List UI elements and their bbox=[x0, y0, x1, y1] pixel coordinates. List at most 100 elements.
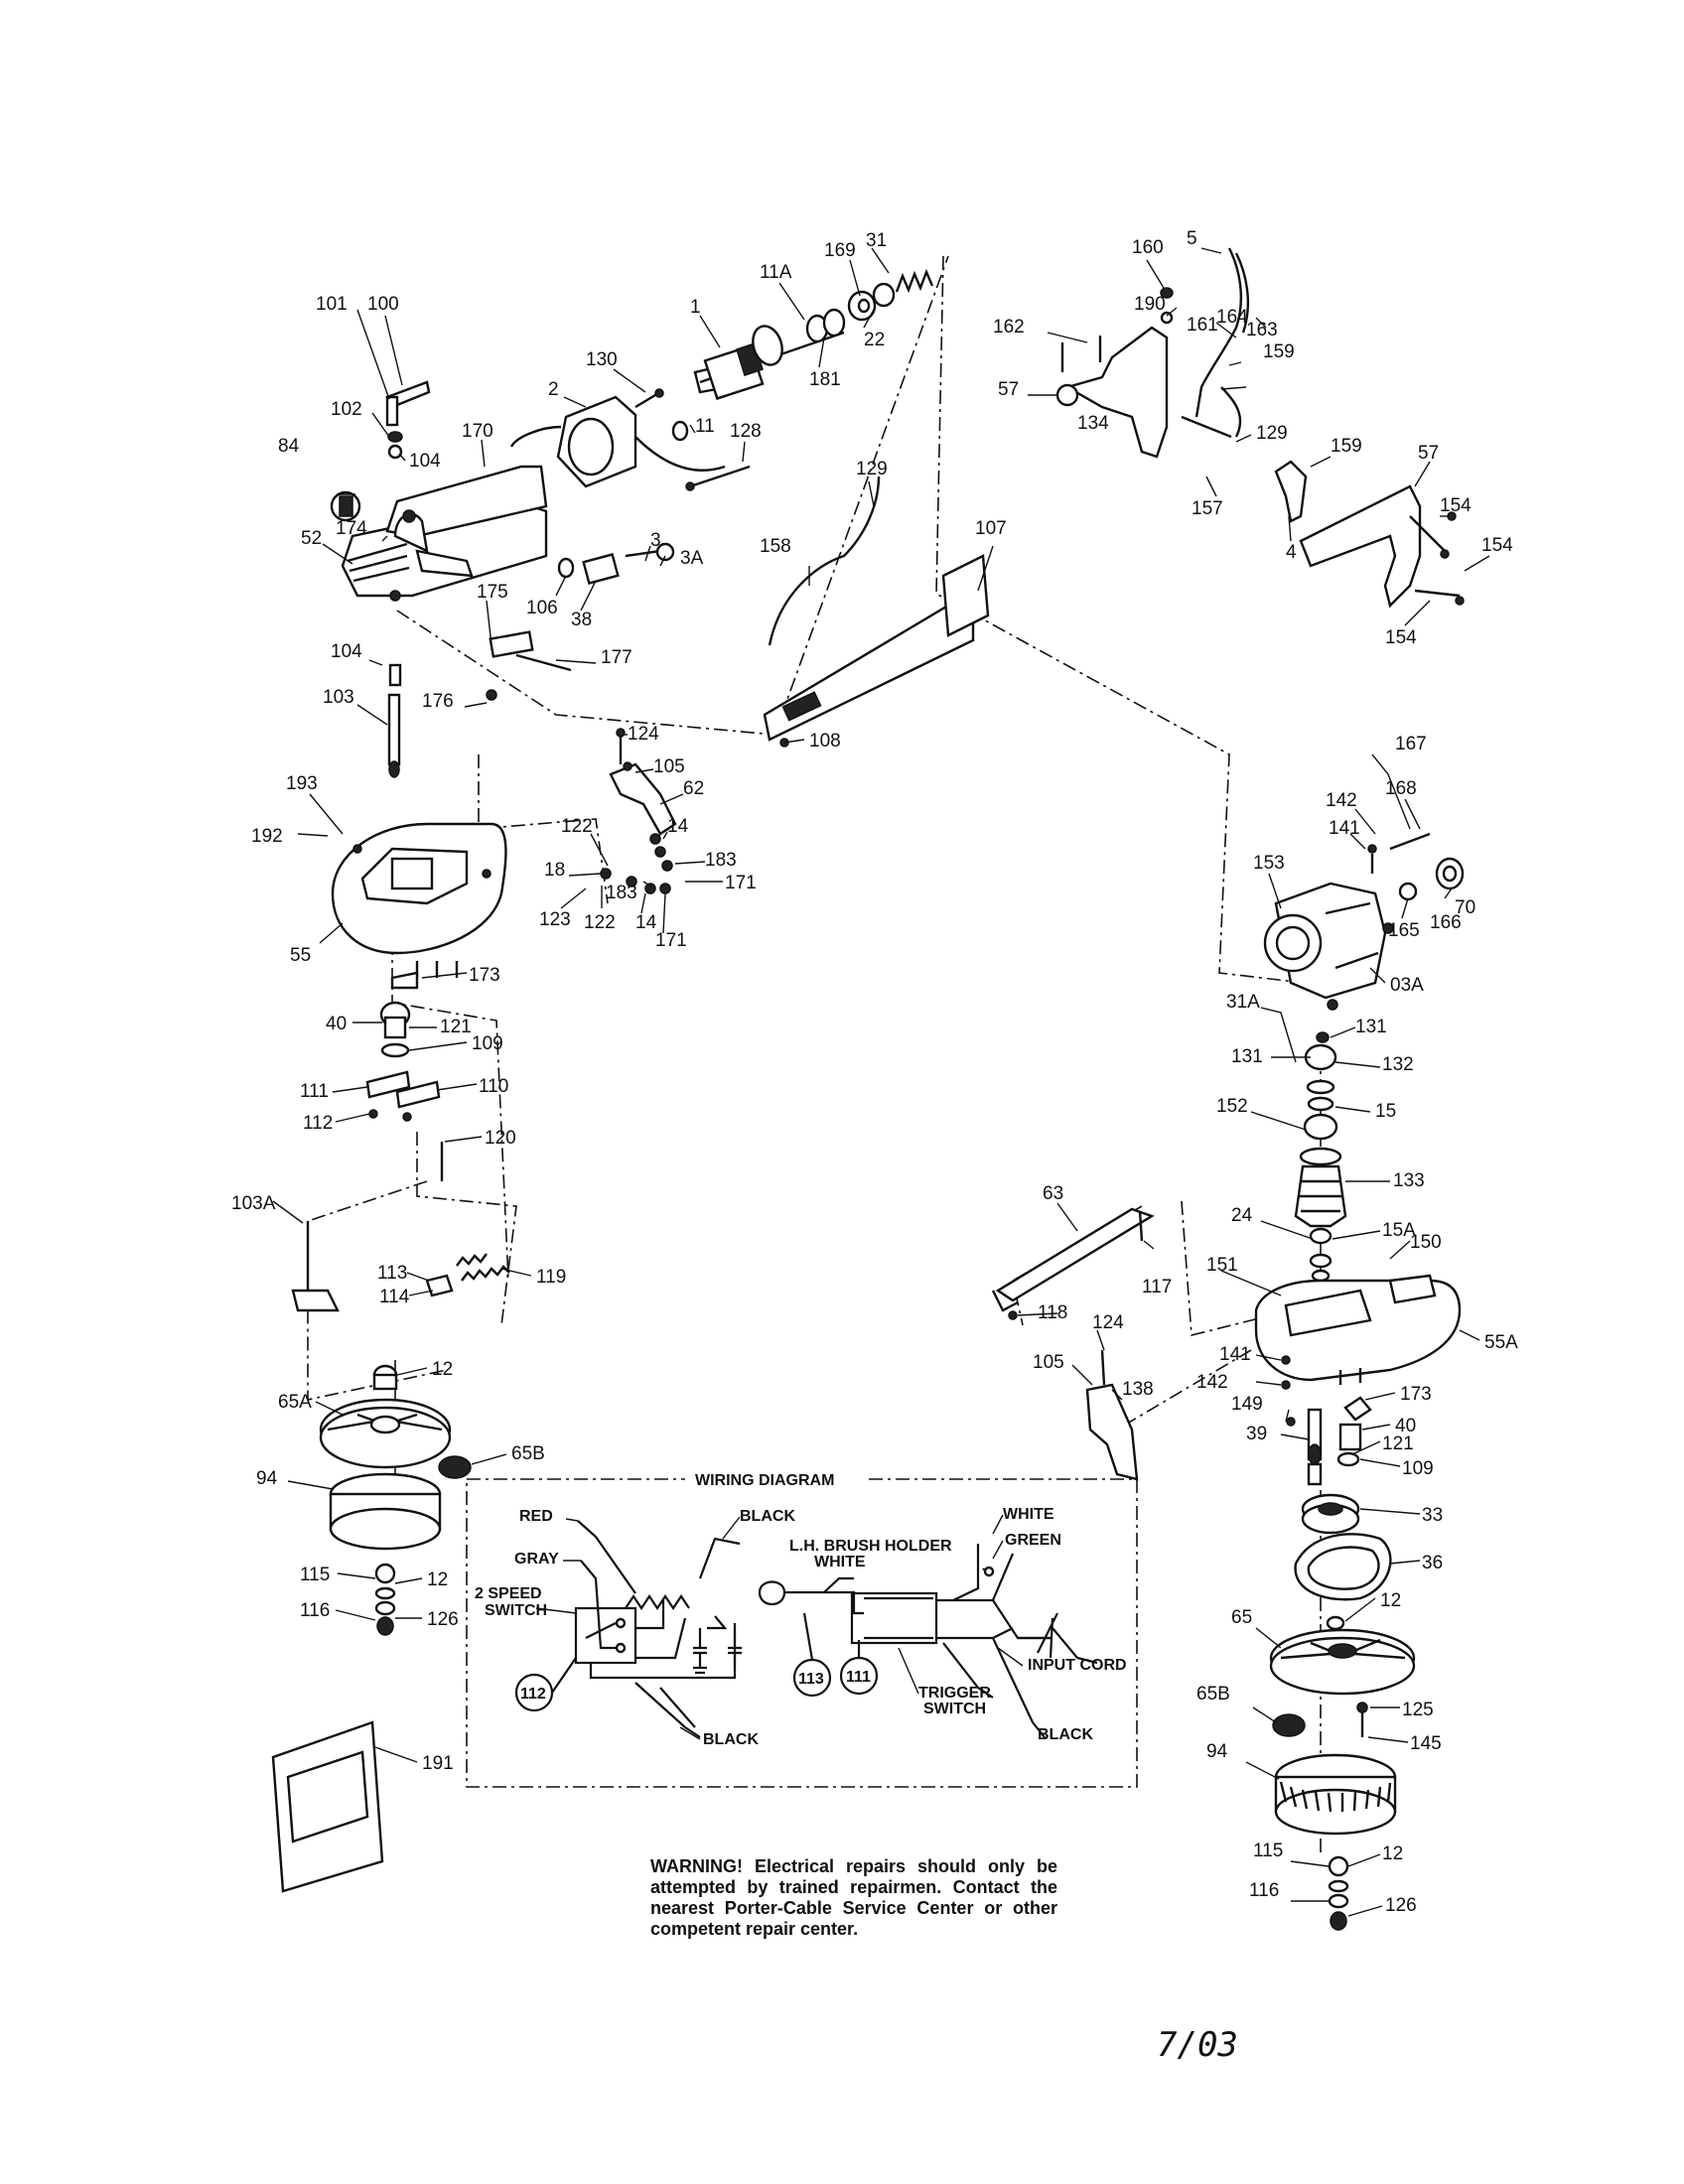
label-191: 191 bbox=[422, 1753, 454, 1774]
label-18: 18 bbox=[544, 860, 565, 881]
label-39: 39 bbox=[1246, 1424, 1267, 1444]
label-171-a: 171 bbox=[725, 873, 757, 893]
label-158: 158 bbox=[760, 536, 791, 557]
label-94-right: 94 bbox=[1206, 1741, 1228, 1762]
leader-lines bbox=[272, 247, 1490, 1917]
label-65B-right: 65B bbox=[1196, 1684, 1230, 1705]
label-11A: 11A bbox=[760, 262, 792, 283]
label-170: 170 bbox=[462, 421, 493, 442]
label-31: 31 bbox=[866, 230, 887, 251]
label-57-right: 57 bbox=[1418, 443, 1439, 464]
label-2: 2 bbox=[548, 379, 559, 400]
label-107: 107 bbox=[975, 518, 1007, 539]
label-154-b: 154 bbox=[1481, 535, 1513, 556]
wiring-label-red: RED bbox=[519, 1508, 553, 1525]
label-109-right: 109 bbox=[1402, 1458, 1434, 1479]
label-174: 174 bbox=[336, 518, 367, 539]
revision-date: 7/03 bbox=[1157, 2025, 1238, 2065]
label-102: 102 bbox=[331, 399, 362, 420]
label-11: 11 bbox=[695, 416, 715, 437]
label-131-a: 131 bbox=[1355, 1017, 1387, 1037]
label-119: 119 bbox=[536, 1267, 566, 1288]
label-12-a: 12 bbox=[432, 1359, 453, 1380]
label-166: 166 bbox=[1430, 912, 1462, 933]
label-152: 152 bbox=[1216, 1096, 1248, 1117]
wiring-label-trigger-1: TRIGGER bbox=[918, 1685, 991, 1702]
label-160: 160 bbox=[1132, 237, 1164, 258]
label-106: 106 bbox=[526, 598, 558, 618]
label-128: 128 bbox=[730, 421, 762, 442]
label-129-right: 129 bbox=[1256, 423, 1288, 444]
wiring-circle-112: 112 bbox=[520, 1686, 546, 1703]
label-4: 4 bbox=[1286, 542, 1297, 563]
label-33: 33 bbox=[1422, 1505, 1443, 1526]
label-159-top: 159 bbox=[1263, 341, 1295, 362]
cover-plate bbox=[763, 476, 990, 748]
wiring-title: WIRING DIAGRAM bbox=[695, 1472, 834, 1489]
label-5: 5 bbox=[1187, 228, 1197, 249]
label-164: 164 bbox=[1216, 307, 1248, 328]
label-65: 65 bbox=[1231, 1607, 1252, 1628]
label-115-left: 115 bbox=[300, 1565, 330, 1585]
label-141-bottom: 141 bbox=[1219, 1344, 1251, 1365]
wiring-label-black-bottom-right: BLACK bbox=[1038, 1726, 1093, 1743]
label-181: 181 bbox=[809, 369, 841, 390]
label-142-bottom: 142 bbox=[1196, 1372, 1228, 1393]
label-24: 24 bbox=[1231, 1205, 1253, 1226]
label-129-mid: 129 bbox=[856, 459, 888, 479]
label-151: 151 bbox=[1206, 1255, 1238, 1276]
label-15A: 15A bbox=[1382, 1220, 1416, 1241]
label-115-right: 115 bbox=[1253, 1841, 1283, 1861]
wiring-label-input-cord: INPUT CORD bbox=[1028, 1657, 1127, 1674]
label-159-right: 159 bbox=[1331, 436, 1362, 457]
label-103A: 103A bbox=[231, 1193, 276, 1214]
warning-note: WARNING! Electrical repairs should only … bbox=[650, 1856, 1057, 1939]
label-171-b: 171 bbox=[655, 930, 687, 951]
label-3A: 3A bbox=[680, 548, 704, 569]
label-65B-left: 65B bbox=[511, 1443, 545, 1464]
label-183-b: 183 bbox=[606, 883, 637, 903]
label-36: 36 bbox=[1422, 1553, 1443, 1573]
label-104-mid: 104 bbox=[331, 641, 362, 662]
label-57-top: 57 bbox=[998, 379, 1019, 400]
wiring-label-2speed-2: SWITCH bbox=[485, 1602, 547, 1619]
label-121-right: 121 bbox=[1382, 1433, 1414, 1454]
label-70: 70 bbox=[1455, 897, 1475, 918]
label-55: 55 bbox=[290, 945, 311, 966]
wiring-label-trigger-2: SWITCH bbox=[923, 1701, 986, 1717]
wiring-label-gray: GRAY bbox=[514, 1551, 559, 1568]
label-62: 62 bbox=[683, 778, 704, 799]
label-190: 190 bbox=[1134, 294, 1166, 315]
label-149: 149 bbox=[1231, 1394, 1263, 1415]
right-base-assembly bbox=[991, 832, 1465, 1931]
label-101: 101 bbox=[316, 294, 348, 315]
label-14-b: 14 bbox=[635, 912, 657, 933]
label-105-left: 105 bbox=[653, 756, 685, 777]
label-123: 123 bbox=[539, 909, 571, 930]
label-84: 84 bbox=[278, 436, 300, 457]
label-31A: 31A bbox=[1226, 992, 1260, 1013]
label-124-right: 124 bbox=[1092, 1312, 1124, 1333]
label-165: 165 bbox=[1388, 920, 1420, 941]
label-161: 161 bbox=[1187, 315, 1218, 336]
label-126-left: 126 bbox=[427, 1609, 459, 1630]
label-168: 168 bbox=[1385, 778, 1417, 799]
label-132: 132 bbox=[1382, 1054, 1414, 1075]
label-183-a: 183 bbox=[705, 850, 737, 871]
label-192: 192 bbox=[251, 826, 283, 847]
motor-housing bbox=[330, 380, 675, 778]
label-55A: 55A bbox=[1484, 1332, 1518, 1353]
label-173-left: 173 bbox=[469, 965, 500, 986]
label-40-left: 40 bbox=[326, 1014, 347, 1034]
label-14-a: 14 bbox=[667, 816, 689, 837]
label-117: 117 bbox=[1142, 1277, 1172, 1297]
wiring-label-white-mid: WHITE bbox=[814, 1554, 866, 1570]
label-134: 134 bbox=[1077, 413, 1109, 434]
wiring-label-white-right: WHITE bbox=[1003, 1506, 1054, 1523]
label-108: 108 bbox=[809, 731, 841, 751]
armature-assembly bbox=[509, 268, 934, 491]
label-173-right: 173 bbox=[1400, 1384, 1432, 1405]
label-38: 38 bbox=[571, 610, 592, 630]
wiring-circle-113: 113 bbox=[798, 1671, 824, 1688]
